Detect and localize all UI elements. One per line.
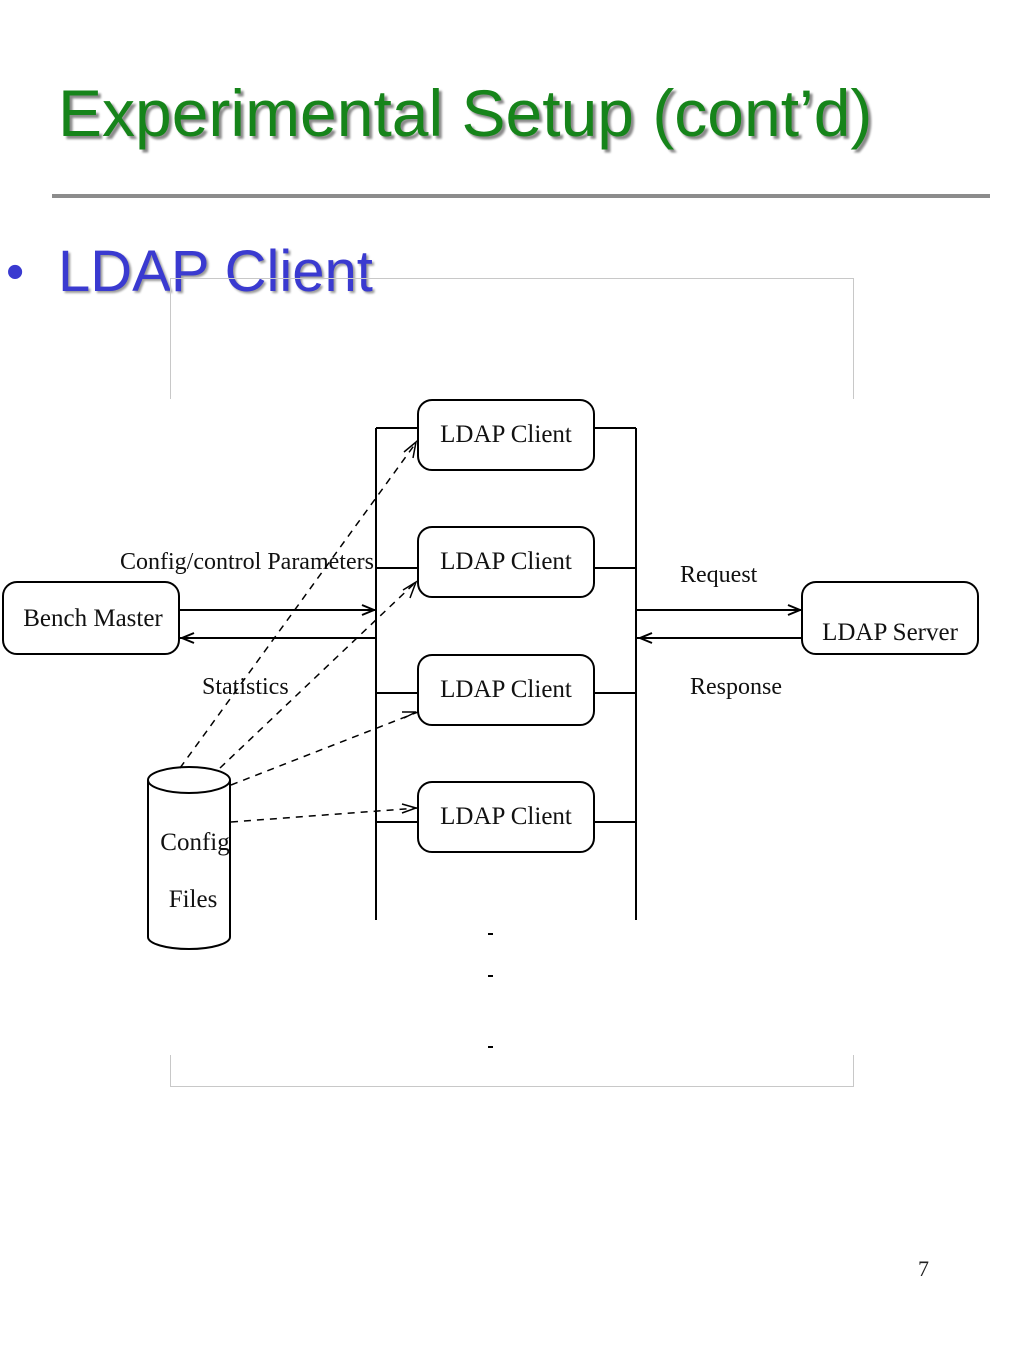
statistics-label: Statistics bbox=[202, 674, 289, 700]
response-label: Response bbox=[690, 674, 782, 700]
page-number: 7 bbox=[918, 1256, 929, 1281]
bullet-text: LDAP Client bbox=[58, 239, 373, 304]
config-files-label: Files bbox=[169, 886, 218, 913]
config-files-cylinder: Config Files bbox=[147, 766, 231, 950]
request-label: Request bbox=[680, 562, 758, 588]
diagram-frame-bottom bbox=[170, 1055, 854, 1087]
config-control-label: Config/control Parameters bbox=[120, 549, 374, 575]
client-connectors bbox=[376, 427, 636, 823]
ldap-client-label: LDAP Client bbox=[440, 803, 572, 830]
bench-master-box: Bench Master bbox=[2, 581, 180, 655]
config-files-label: Config bbox=[160, 829, 230, 856]
ldap-client-box: LDAP Client bbox=[417, 654, 595, 726]
bullet-glyph: • bbox=[6, 243, 25, 301]
server-links bbox=[636, 604, 803, 644]
ldap-client-label: LDAP Client bbox=[440, 676, 572, 703]
config-distribution-lines bbox=[179, 439, 419, 823]
ldap-client-box: LDAP Client bbox=[417, 781, 595, 853]
ldap-client-label: LDAP Client bbox=[440, 421, 572, 448]
slide-title: Experimental Setup (cont’d) bbox=[58, 76, 873, 150]
ldap-client-label: LDAP Client bbox=[440, 548, 572, 575]
ldap-server-label: LDAP Server bbox=[822, 619, 959, 646]
bench-master-label: Bench Master bbox=[23, 605, 163, 632]
diagram-frame-top bbox=[170, 278, 854, 399]
continuation-dots bbox=[488, 933, 493, 1048]
ldap-server-box: LDAP Server bbox=[801, 581, 979, 655]
ldap-client-box: LDAP Client bbox=[417, 399, 595, 471]
config-distribution-arrowheads bbox=[401, 440, 419, 814]
title-divider bbox=[52, 194, 990, 198]
ldap-client-box: LDAP Client bbox=[417, 526, 595, 598]
bench-master-links bbox=[179, 604, 377, 644]
